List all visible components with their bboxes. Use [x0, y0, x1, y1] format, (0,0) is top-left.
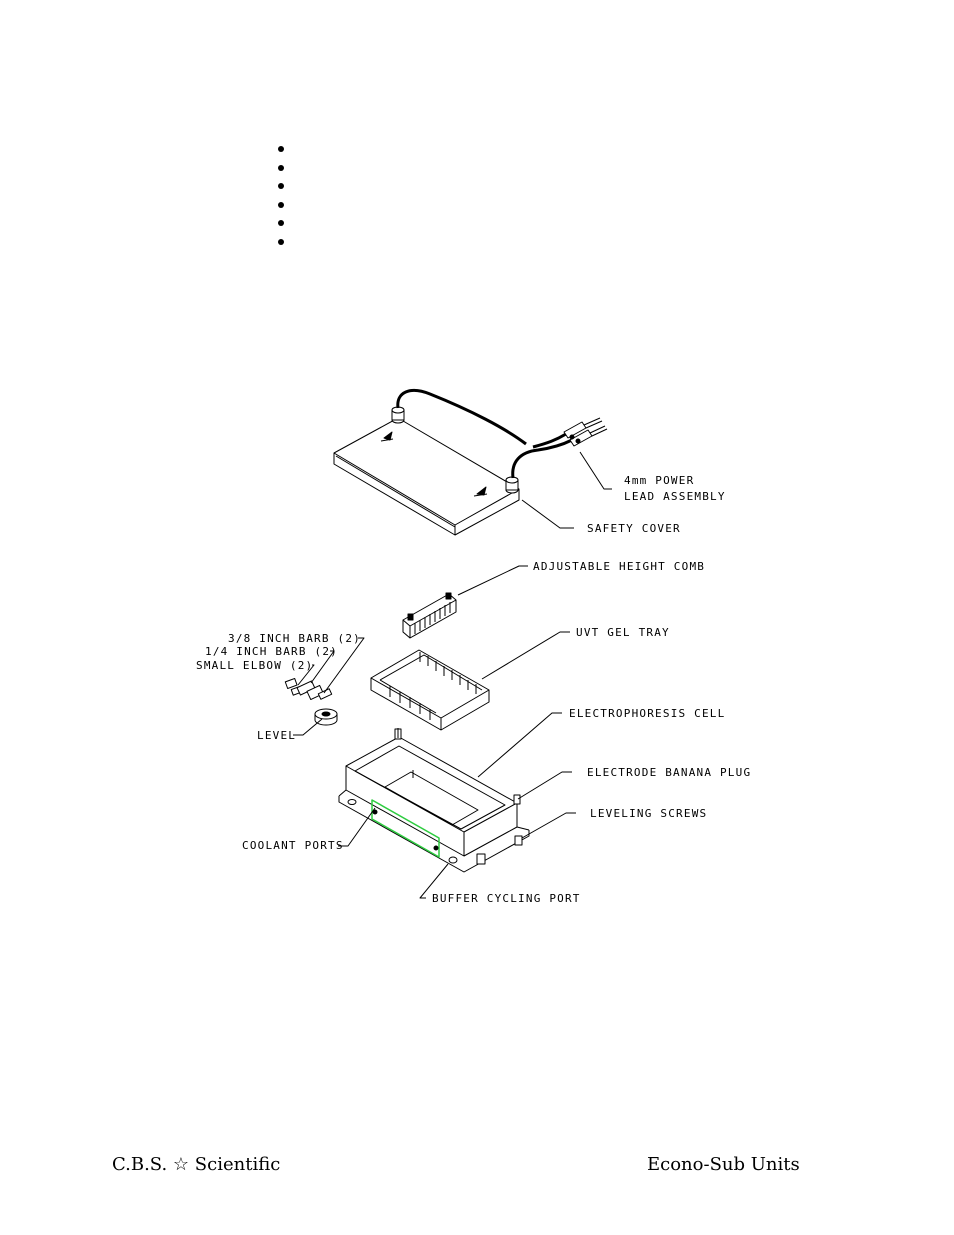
power-lead-drawing	[396, 389, 608, 479]
bullet-item	[278, 178, 292, 197]
comb-drawing	[402, 592, 457, 639]
fittings-drawing	[284, 677, 338, 726]
label-elbow: SMALL ELBOW (2)	[196, 659, 313, 672]
label-coolant-ports: COOLANT PORTS	[242, 839, 344, 852]
label-gel-tray: UVT GEL TRAY	[576, 626, 670, 639]
label-level: LEVEL	[257, 729, 296, 742]
label-power-lead-line2: LEAD ASSEMBLY	[624, 490, 726, 503]
bullet-dot	[278, 183, 284, 190]
bullet-dot	[278, 201, 284, 208]
label-comb: ADJUSTABLE HEIGHT COMB	[533, 560, 705, 573]
label-barb-38: 3/8 INCH BARB (2)	[228, 632, 361, 645]
label-leveling-screws: LEVELING SCREWS	[590, 807, 707, 820]
leader-lines	[293, 451, 612, 899]
label-cell: ELECTROPHORESIS CELL	[569, 707, 725, 720]
footer-company: C.B.S. ☆ Scientific	[112, 1154, 281, 1175]
label-buffer-port: BUFFER CYCLING PORT	[432, 892, 581, 905]
bullet-dot	[278, 146, 284, 152]
footer-product: Econo-Sub Units	[647, 1154, 800, 1175]
gel-tray-drawing	[370, 649, 490, 731]
bullet-list	[278, 141, 292, 253]
label-barb-14: 1/4 INCH BARB (2)	[205, 645, 338, 658]
bullet-item	[278, 215, 292, 234]
bullet-item	[278, 197, 292, 216]
bullet-dot	[278, 238, 284, 245]
label-banana-plug: ELECTRODE BANANA PLUG	[587, 766, 751, 779]
bullet-item	[278, 234, 292, 253]
bullet-item	[278, 141, 292, 160]
label-power-lead-line1: 4mm POWER	[624, 474, 694, 487]
electrophoresis-cell-drawing	[338, 728, 530, 873]
bullet-item	[278, 160, 292, 179]
bullet-dot	[278, 164, 284, 171]
label-safety-cover: SAFETY COVER	[587, 522, 681, 535]
diagram-labels: 4mm POWER LEAD ASSEMBLY SAFETY COVER ADJ…	[196, 474, 751, 905]
bullet-dot	[278, 220, 284, 227]
safety-cover-drawing	[333, 406, 520, 536]
